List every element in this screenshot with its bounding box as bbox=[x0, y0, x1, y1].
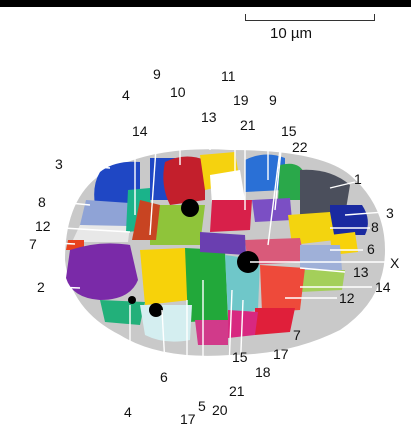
label-chr-X: X bbox=[390, 255, 400, 271]
territory-22 bbox=[278, 163, 305, 200]
territory-purple-mid bbox=[200, 232, 246, 255]
territory-6-bottom bbox=[140, 305, 192, 342]
nucleolus-blob bbox=[181, 199, 199, 217]
label-chr-13: 13 bbox=[201, 109, 217, 125]
label-chr-17: 17 bbox=[180, 411, 196, 427]
territory-17-green bbox=[185, 248, 228, 322]
scale-bar bbox=[245, 14, 375, 21]
territory-18 bbox=[228, 310, 258, 338]
territory-20 bbox=[195, 320, 228, 345]
nucleolus-blob bbox=[237, 251, 259, 273]
territory-9-top bbox=[245, 154, 285, 192]
territory-6-left bbox=[132, 200, 160, 240]
label-chr-7: 7 bbox=[293, 327, 301, 343]
label-chr-17: 17 bbox=[273, 346, 289, 362]
territory-yellow-center bbox=[140, 248, 190, 305]
label-chr-13: 13 bbox=[353, 264, 369, 280]
territory-14-right bbox=[300, 270, 345, 292]
label-chr-9: 9 bbox=[153, 66, 161, 82]
territory-8-right bbox=[288, 212, 335, 245]
label-chr-14: 14 bbox=[375, 279, 391, 295]
label-chr-8: 8 bbox=[371, 219, 379, 235]
label-chr-18: 18 bbox=[255, 364, 271, 380]
label-chr-2: 2 bbox=[37, 279, 45, 295]
label-chr-15: 15 bbox=[281, 123, 297, 139]
territory-10 bbox=[163, 156, 205, 205]
label-chr-21: 21 bbox=[229, 383, 245, 399]
label-chr-20: 20 bbox=[212, 402, 228, 418]
territory-X bbox=[245, 238, 305, 265]
label-chr-19: 19 bbox=[233, 92, 249, 108]
nucleolus-blob bbox=[128, 296, 136, 304]
territory-13-right bbox=[300, 245, 342, 272]
territory-1 bbox=[300, 169, 350, 215]
territory-12-right bbox=[260, 265, 305, 312]
label-chr-8: 8 bbox=[38, 194, 46, 210]
label-chr-15: 15 bbox=[232, 349, 248, 365]
label-chr-22: 22 bbox=[292, 139, 308, 155]
label-chr-6: 6 bbox=[367, 241, 375, 257]
label-chr-6: 6 bbox=[160, 369, 168, 385]
label-chr-4: 4 bbox=[122, 87, 130, 103]
scale-bar-label: 10 µm bbox=[270, 25, 312, 42]
label-chr-4: 4 bbox=[124, 404, 132, 420]
label-chr-5: 5 bbox=[198, 398, 206, 414]
label-chr-12: 12 bbox=[35, 218, 51, 234]
label-chr-9: 9 bbox=[269, 92, 277, 108]
label-chr-1: 1 bbox=[354, 171, 362, 187]
territory-12-left bbox=[72, 225, 130, 242]
territory-11 bbox=[210, 170, 245, 205]
label-chr-3: 3 bbox=[386, 205, 394, 221]
label-chr-14: 14 bbox=[132, 123, 148, 139]
territory-2 bbox=[66, 243, 138, 300]
label-chr-12: 12 bbox=[339, 290, 355, 306]
label-chr-7: 7 bbox=[29, 236, 37, 252]
territory-21-top bbox=[210, 200, 252, 232]
territory-8-left bbox=[80, 200, 130, 228]
leader-lines bbox=[54, 89, 390, 400]
territory-4-bottom bbox=[100, 300, 145, 325]
top-border-bar bbox=[0, 0, 411, 7]
label-chr-3: 3 bbox=[55, 156, 63, 172]
label-chr-21: 21 bbox=[240, 117, 256, 133]
label-chr-11: 11 bbox=[221, 68, 236, 84]
territory-3-right bbox=[330, 205, 368, 235]
territory-7-bottom bbox=[255, 308, 295, 335]
nucleolus-blob bbox=[149, 303, 163, 317]
label-chr-10: 10 bbox=[170, 84, 186, 100]
